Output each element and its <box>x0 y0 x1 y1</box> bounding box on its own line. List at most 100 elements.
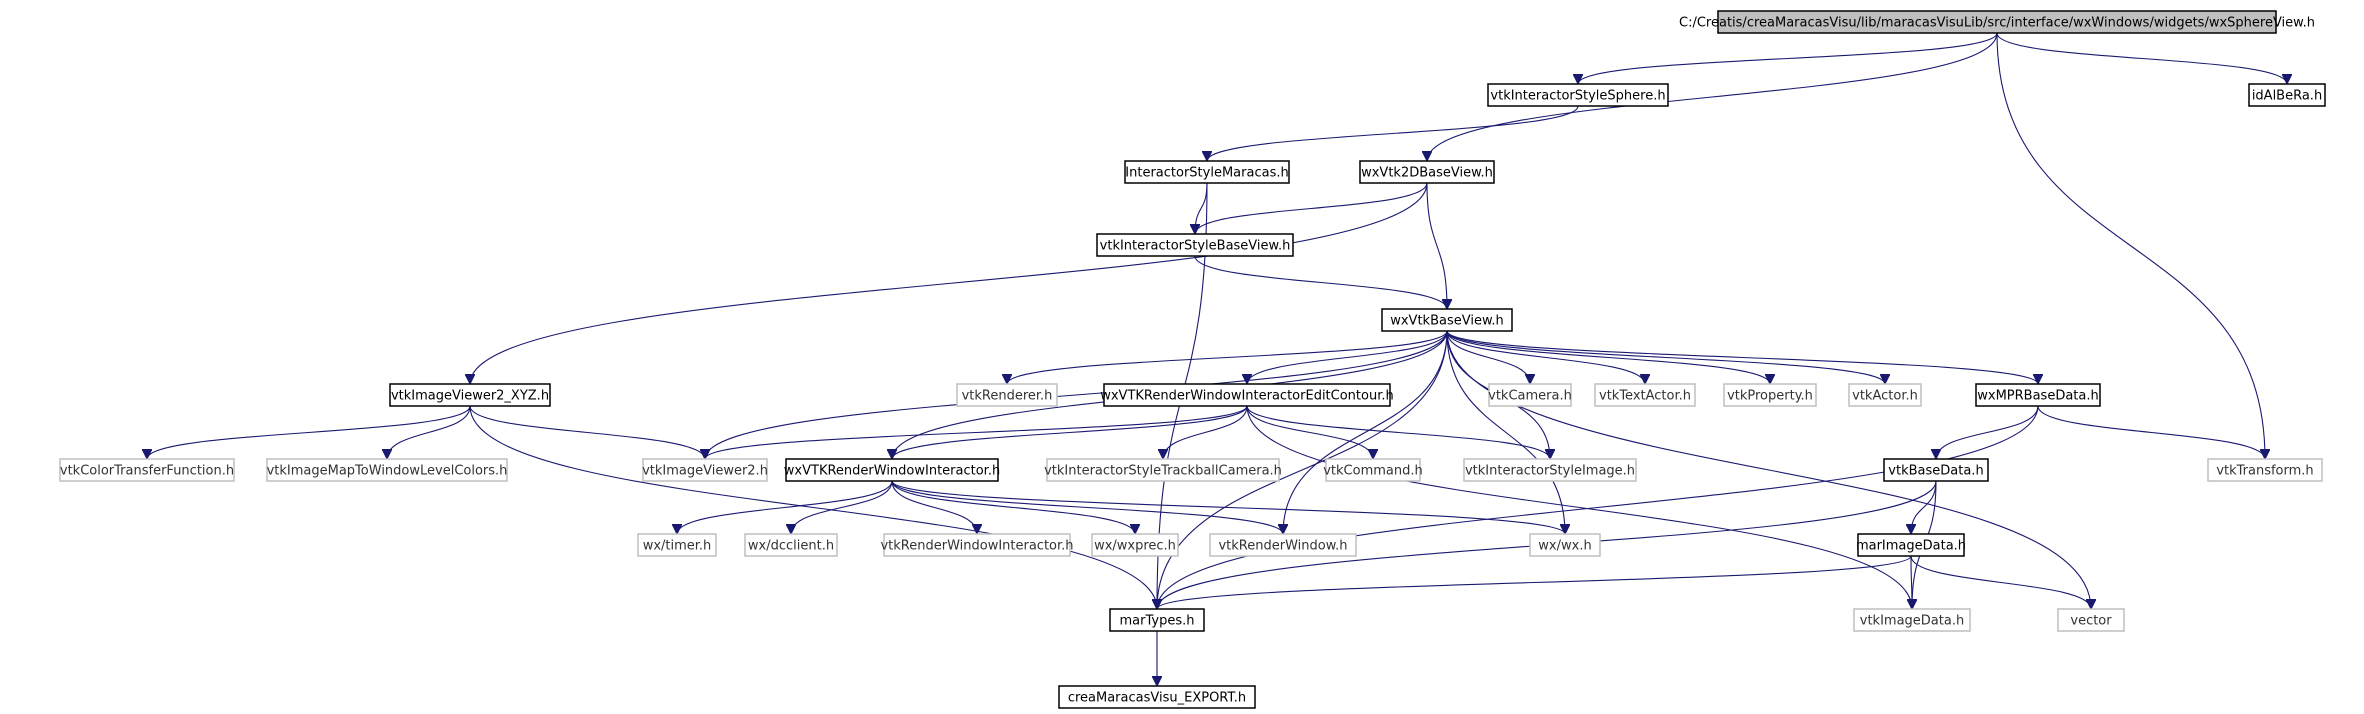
node-property-label: vtkProperty.h <box>1727 389 1813 404</box>
node-isphere[interactable]: vtkInteractorStyleSphere.h <box>1487 83 1669 107</box>
node-vector-box <box>2057 608 2125 632</box>
edge-iv2xyz-to-martypes <box>469 405 1157 609</box>
edge-root-to-wx2d <box>1427 32 1998 161</box>
edge-root-to-transform <box>1996 32 2265 459</box>
edge-mprbase-to-transform <box>2037 405 2265 460</box>
node-export[interactable]: creaMaracasVisu_EXPORT.h <box>1058 685 1256 709</box>
node-command-label: vtkCommand.h <box>1323 464 1423 479</box>
edge-editcontour-to-trackball <box>1163 405 1248 460</box>
node-property: vtkProperty.h <box>1723 383 1817 407</box>
node-renderwindow: vtkRenderWindow.h <box>1209 533 1357 557</box>
node-ismaracas[interactable]: InteractorStyleMaracas.h <box>1124 160 1290 184</box>
node-imtwlc-label: vtkImageMapToWindowLevelColors.h <box>267 464 508 479</box>
node-textactor: vtkTextActor.h <box>1594 383 1696 407</box>
edge-root-to-idalbera <box>1996 32 2287 85</box>
node-wxrwi[interactable]: wxVTKRenderWindowInteractor.h <box>784 458 1000 482</box>
node-marimagedata-label: marImageData.h <box>1856 539 1966 554</box>
edge-wxbase-to-editcontour <box>1247 330 1448 385</box>
edge-wxrwi-to-dcclient <box>791 480 893 535</box>
edge-root-to-isphere <box>1578 32 1998 85</box>
edge-wxbase-to-mprbase <box>1446 330 2038 385</box>
node-isbase-label: vtkInteractorStyleBaseView.h <box>1100 239 1291 254</box>
node-root[interactable]: C:/Creatis/creaMaracasVisu/lib/maracasVi… <box>1679 10 2315 34</box>
edge-wxbase-to-textactor <box>1446 330 1645 385</box>
node-actor-box <box>1848 383 1922 407</box>
node-editcontour-box <box>1103 383 1391 407</box>
node-isimage-box <box>1463 458 1637 482</box>
node-timer: wx/timer.h <box>637 533 717 557</box>
node-imagedata-box <box>1853 608 1971 632</box>
node-wxwx: wx/wx.h <box>1529 533 1601 557</box>
node-trackball: vtkInteractorStyleTrackballCamera.h <box>1044 458 1282 482</box>
edge-editcontour-to-imagedata <box>1246 405 1912 609</box>
edge-wxrwi-to-rwi <box>891 480 977 535</box>
node-imtwlc-box <box>266 458 508 482</box>
edge-isbase-to-wxbase <box>1194 255 1447 310</box>
node-isbase-box <box>1096 233 1294 257</box>
node-basedata[interactable]: vtkBaseData.h <box>1883 458 1989 482</box>
edge-editcontour-to-isimage <box>1246 405 1550 460</box>
node-wxbase-label: wxVtkBaseView.h <box>1390 314 1504 329</box>
node-idalbera[interactable]: idAlBeRa.h <box>2248 83 2326 107</box>
node-martypes-box <box>1109 608 1205 632</box>
edges-layer <box>147 32 2287 686</box>
node-timer-box <box>637 533 717 557</box>
node-root-box <box>1717 10 2277 34</box>
edge-wxbase-to-actor <box>1446 330 1885 385</box>
node-martypes[interactable]: marTypes.h <box>1109 608 1205 632</box>
node-dcclient: wx/dcclient.h <box>744 533 838 557</box>
node-basedata-label: vtkBaseData.h <box>1888 464 1983 479</box>
node-martypes-label: marTypes.h <box>1120 614 1195 629</box>
edge-iv2xyz-to-iv2 <box>469 405 705 460</box>
node-mprbase[interactable]: wxMPRBaseData.h <box>1975 383 2101 407</box>
edge-basedata-to-marimagedata <box>1911 480 1937 534</box>
node-basedata-box <box>1883 458 1989 482</box>
edge-editcontour-to-wxrwi <box>892 405 1248 460</box>
edge-wxbase-to-renderwindow <box>1283 330 1448 534</box>
node-marimagedata[interactable]: marImageData.h <box>1856 533 1966 557</box>
node-iv2xyz-label: vtkImageViewer2_XYZ.h <box>391 389 549 404</box>
node-camera: vtkCamera.h <box>1488 383 1572 407</box>
node-command-box <box>1325 458 1421 482</box>
node-trackball-label: vtkInteractorStyleTrackballCamera.h <box>1044 464 1282 479</box>
node-export-box <box>1058 685 1256 709</box>
node-imtwlc: vtkImageMapToWindowLevelColors.h <box>266 458 508 482</box>
node-vector-label: vector <box>2070 614 2112 629</box>
node-editcontour[interactable]: wxVTKRenderWindowInteractorEditContour.h <box>1100 383 1394 407</box>
node-wxbase[interactable]: wxVtkBaseView.h <box>1381 308 1513 332</box>
node-ismaracas-box <box>1124 160 1290 184</box>
edge-iv2xyz-to-ctf <box>147 405 471 460</box>
node-mprbase-label: wxMPRBaseData.h <box>1977 389 2098 404</box>
edge-wxrwi-to-wxwx <box>891 480 1565 535</box>
node-trackball-box <box>1046 458 1280 482</box>
node-wxprec-box <box>1091 533 1179 557</box>
node-idalbera-label: idAlBeRa.h <box>2252 89 2322 104</box>
node-wxrwi-box <box>785 458 999 482</box>
node-iv2-label: vtkImageViewer2.h <box>642 464 768 479</box>
node-isimage: vtkInteractorStyleImage.h <box>1463 458 1637 482</box>
node-isbase[interactable]: vtkInteractorStyleBaseView.h <box>1096 233 1294 257</box>
node-wxprec-label: wx/wxprec.h <box>1094 539 1176 554</box>
node-wx2d-label: wxVtk2DBaseView.h <box>1361 166 1493 181</box>
edge-editcontour-to-command <box>1246 405 1373 460</box>
edge-wxrwi-to-wxprec <box>891 480 1135 535</box>
node-idalbera-box <box>2248 83 2326 107</box>
edge-mprbase-to-martypes <box>1157 405 2039 609</box>
edge-wxbase-to-vector <box>1446 330 2091 609</box>
node-wxprec: wx/wxprec.h <box>1091 533 1179 557</box>
node-iv2: vtkImageViewer2.h <box>642 458 768 482</box>
node-iv2xyz[interactable]: vtkImageViewer2_XYZ.h <box>389 383 551 407</box>
node-dcclient-label: wx/dcclient.h <box>748 539 834 554</box>
edge-wxbase-to-property <box>1446 330 1770 385</box>
edge-wxrwi-to-timer <box>677 480 893 535</box>
edge-wx2d-to-wxbase <box>1426 182 1447 309</box>
node-rwi-label: vtkRenderWindowInteractor.h <box>880 539 1073 554</box>
node-isphere-box <box>1487 83 1669 107</box>
edge-wxbase-to-renderer <box>1007 330 1448 385</box>
node-iv2-box <box>642 458 768 482</box>
node-wxrwi-label: wxVTKRenderWindowInteractor.h <box>784 464 1000 479</box>
node-export-label: creaMaracasVisu_EXPORT.h <box>1068 691 1246 706</box>
node-wx2d[interactable]: wxVtk2DBaseView.h <box>1359 160 1495 184</box>
node-imagedata: vtkImageData.h <box>1853 608 1971 632</box>
edge-mprbase-to-basedata <box>1936 405 2039 460</box>
